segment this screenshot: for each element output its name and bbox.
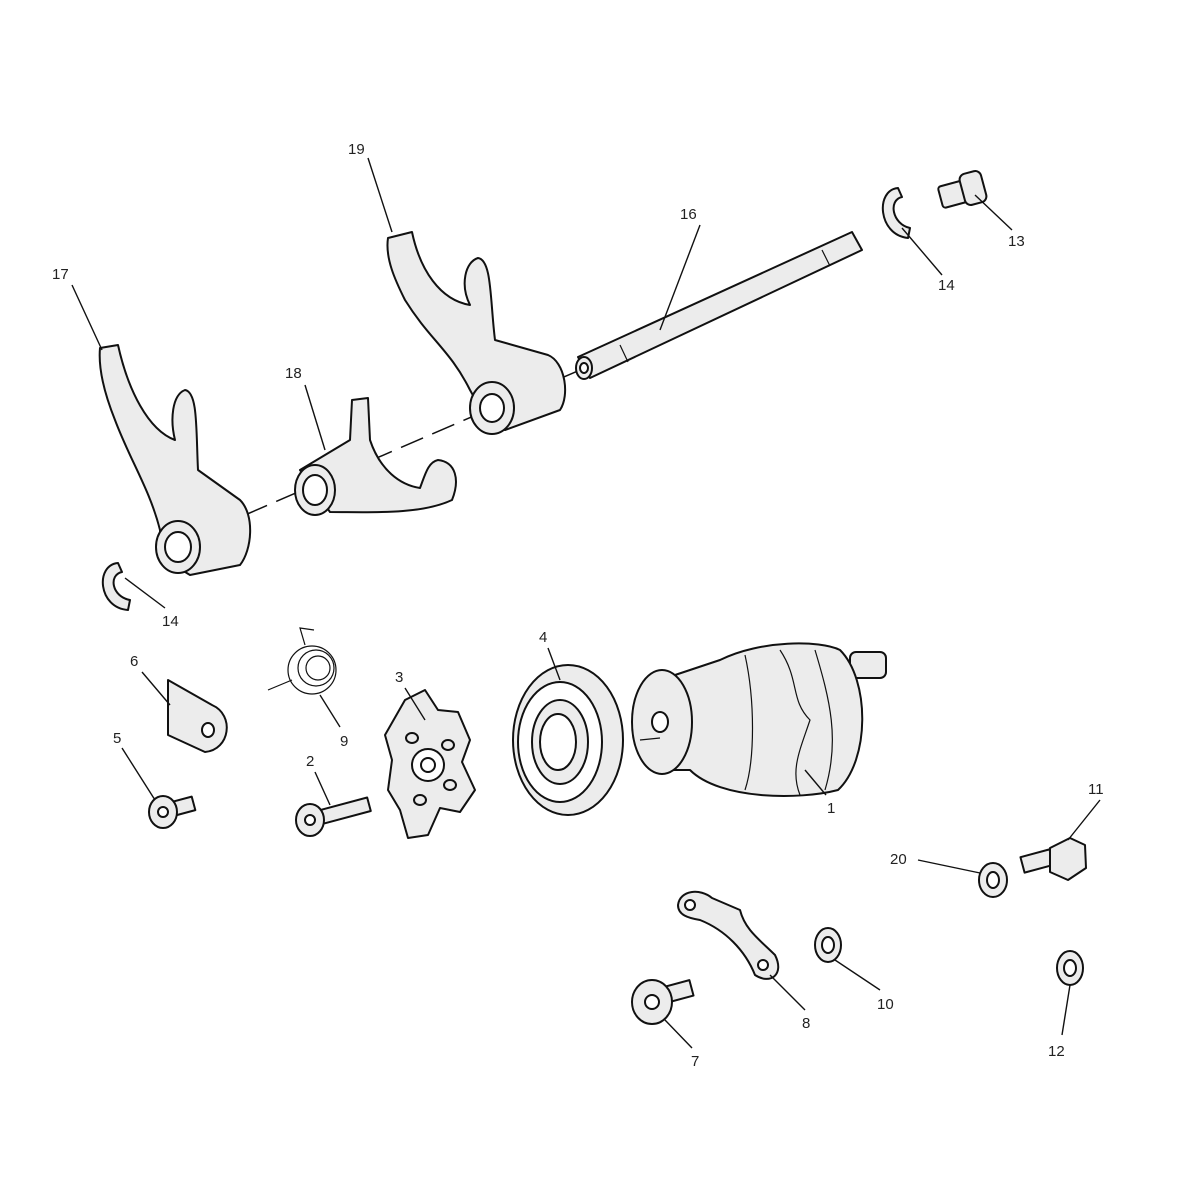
selector-drum — [631, 642, 887, 797]
callout-5: 5 — [113, 730, 121, 747]
callout-9: 9 — [340, 733, 348, 750]
callout-4: 4 — [539, 629, 547, 646]
callout-16: 16 — [680, 206, 697, 223]
shoulder-bolt — [631, 979, 695, 1025]
callout-14-bottom: 14 — [162, 613, 179, 630]
callout-7: 7 — [691, 1053, 699, 1070]
leader-lines — [71, 157, 1101, 1049]
washer-12 — [1056, 950, 1084, 986]
plug-screw — [937, 170, 988, 209]
washer-20 — [978, 862, 1008, 898]
bolt-5 — [148, 795, 197, 829]
circlip-bottom — [101, 562, 131, 611]
callout-6: 6 — [130, 653, 138, 670]
spring — [267, 627, 337, 695]
callout-14-top: 14 — [938, 277, 955, 294]
callout-17: 17 — [52, 266, 69, 283]
callout-8: 8 — [802, 1015, 810, 1032]
detent-star-plate — [384, 689, 476, 839]
callout-20: 20 — [890, 851, 907, 868]
callout-12: 12 — [1048, 1043, 1065, 1060]
callout-11: 11 — [1088, 781, 1104, 798]
callout-2: 2 — [306, 753, 314, 770]
callout-13: 13 — [1008, 233, 1025, 250]
callout-10: 10 — [877, 996, 894, 1013]
shift-fork-shaft — [575, 231, 863, 380]
detent-screw — [1019, 837, 1087, 881]
callout-3: 3 — [395, 669, 403, 686]
callout-19: 19 — [348, 141, 365, 158]
callout-1: 1 — [827, 800, 835, 817]
assembly-axis-line — [244, 369, 581, 516]
shift-fork-18 — [294, 397, 457, 516]
detent-arm — [677, 890, 780, 980]
shift-fork-19 — [386, 231, 567, 435]
bolt-2 — [295, 796, 372, 837]
callout-18: 18 — [285, 365, 302, 382]
shift-fork-17 — [98, 344, 252, 576]
circlip-top — [881, 187, 911, 239]
washer-10 — [814, 927, 842, 963]
retaining-plate — [167, 679, 228, 753]
bearing — [512, 664, 624, 816]
